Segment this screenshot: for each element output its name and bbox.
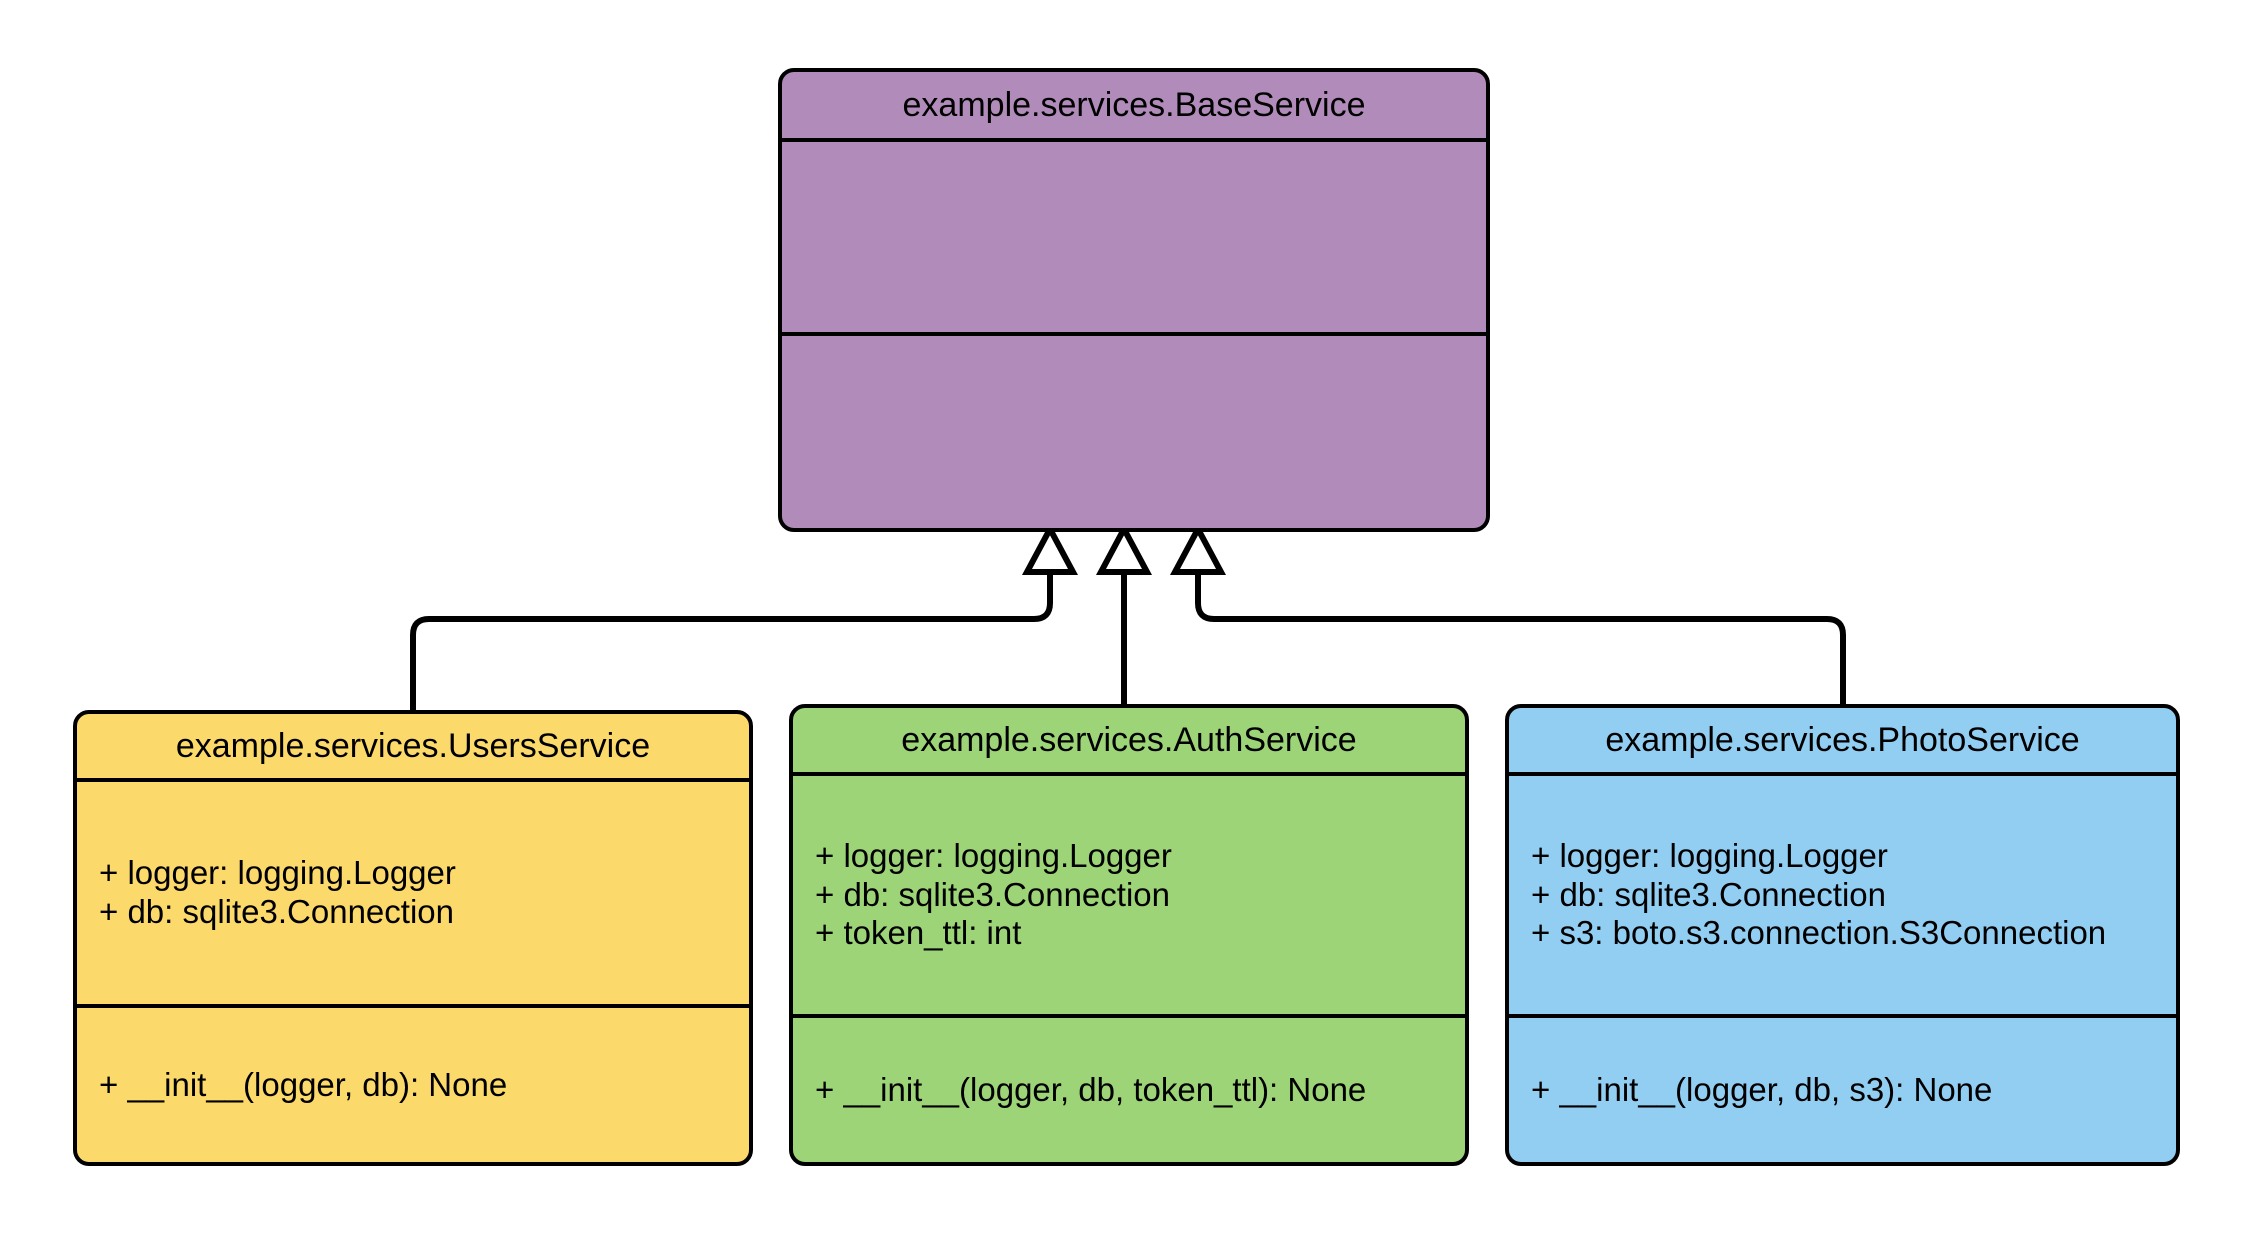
- class-title-divider: [793, 772, 1465, 776]
- edge-users-to-base: [410, 522, 1079, 710]
- class-attributes-auth-service: + logger: logging.Logger + db: sqlite3.C…: [793, 776, 1465, 1014]
- attribute-row: + db: sqlite3.Connection: [99, 893, 454, 930]
- class-methods-auth-service: + __init__(logger, db, token_ttl): None: [793, 1018, 1465, 1162]
- class-methods-photo-service: + __init__(logger, db, s3): None: [1509, 1018, 2176, 1162]
- class-methods-users-service: + __init__(logger, db): None: [77, 1008, 749, 1162]
- class-node-users-service[interactable]: example.services.UsersService + logger: …: [73, 710, 753, 1166]
- attribute-row: + logger: logging.Logger: [815, 836, 1172, 874]
- attribute-row: + db: sqlite3.Connection: [1531, 875, 1886, 913]
- class-attributes-users-service: + logger: logging.Logger + db: sqlite3.C…: [77, 782, 749, 1004]
- attribute-row: + logger: logging.Logger: [99, 854, 456, 892]
- class-title-photo-service: example.services.PhotoService: [1605, 721, 2080, 759]
- class-title-divider: [782, 138, 1486, 142]
- edge-photo-to-base: [1169, 522, 1846, 704]
- class-title-divider: [77, 778, 749, 782]
- class-node-photo-service[interactable]: example.services.PhotoService + logger: …: [1505, 704, 2180, 1166]
- class-attributes-base-service: [782, 142, 1486, 332]
- class-title-auth-service: example.services.AuthService: [901, 721, 1357, 759]
- class-title-base-service: example.services.BaseService: [902, 86, 1366, 124]
- edge-auth-to-base: [1095, 522, 1153, 704]
- hollow-triangle-arrowhead-auth: [1095, 522, 1153, 575]
- class-title-divider: [1509, 772, 2176, 776]
- hollow-triangle-arrowhead-users: [1021, 522, 1079, 575]
- method-row: + __init__(logger, db): None: [99, 1065, 508, 1103]
- class-attributes-divider: [793, 1014, 1465, 1018]
- attribute-row: + db: sqlite3.Connection: [815, 875, 1170, 913]
- class-attributes-divider: [1509, 1014, 2176, 1018]
- class-node-base-service[interactable]: example.services.BaseService: [778, 68, 1490, 532]
- class-attributes-photo-service: + logger: logging.Logger + db: sqlite3.C…: [1509, 776, 2176, 1014]
- class-attributes-divider: [77, 1004, 749, 1008]
- method-row: + __init__(logger, db, s3): None: [1531, 1070, 1993, 1108]
- attribute-row: + logger: logging.Logger: [1531, 836, 1888, 874]
- hollow-triangle-arrowhead-photo: [1169, 522, 1227, 575]
- class-methods-base-service: [782, 336, 1486, 528]
- class-attributes-divider: [782, 332, 1486, 336]
- attribute-row: + s3: boto.s3.connection.S3Connection: [1531, 914, 2107, 952]
- class-node-auth-service[interactable]: example.services.AuthService + logger: l…: [789, 704, 1469, 1166]
- attribute-row: + token_ttl: int: [815, 914, 1022, 952]
- class-title-users-service: example.services.UsersService: [175, 727, 651, 765]
- method-row: + __init__(logger, db, token_ttl): None: [815, 1070, 1367, 1108]
